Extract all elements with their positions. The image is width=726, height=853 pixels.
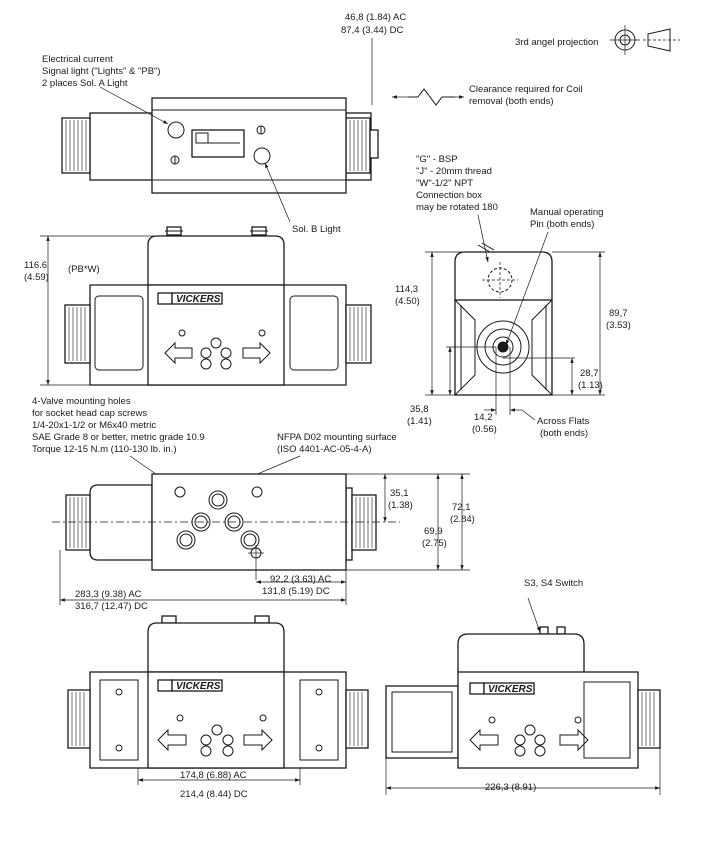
mounting-label-1: 4-Valve mounting holes (32, 396, 131, 407)
electrical-label-3: 2 places Sol. A Light (42, 78, 128, 89)
electrical-label-2: Signal light ("Lights" & "PB") (42, 66, 161, 77)
connection-label-3: "W"-1/2" NPT (416, 178, 473, 189)
height-116-label: 116.6 (24, 260, 47, 271)
h-69-inch: (2.75) (422, 538, 447, 549)
h-35-8-inch: (1.41) (407, 416, 432, 427)
h-28-label: 28,7 (580, 368, 599, 379)
nfpa-label-1: NFPA D02 mounting surface (277, 432, 397, 443)
w-316-label: 316,7 (12.47) DC (75, 601, 148, 612)
mounting-label-2: for socket head cap screws (32, 408, 147, 419)
arrow-right-icon-2 (243, 728, 273, 752)
w-131-label: 131,8 (5.19) DC (262, 586, 330, 597)
arrow-left-icon-2 (157, 728, 187, 752)
sol-b-label: Sol. B Light (292, 224, 341, 235)
h-114-label: 114,3 (395, 284, 418, 295)
h-114-inch: (4.50) (395, 296, 420, 307)
clearance-symbol (392, 88, 464, 106)
electrical-label-1: Electrical current (42, 54, 113, 65)
manual-pin-label-2: Pin (both ends) (530, 219, 594, 230)
connection-label-5: may be rotated 180 (416, 202, 498, 213)
mounting-label-3: 1/4-20x1-1/2 or M6x40 metric (32, 420, 156, 431)
vickers-logo-right: VICKERS (488, 684, 533, 695)
w-226-label: 226,3 (8.91) (485, 782, 536, 793)
h-69-label: 69,9 (424, 526, 443, 537)
w-174-label: 174,8 (6.88) AC (180, 770, 247, 781)
bottom-right-view: VICKERS (385, 597, 661, 795)
w-14-label: 14,2 (474, 412, 493, 423)
projection-label: 3rd angel projection (515, 37, 598, 48)
across-flats-label-2: (both ends) (540, 428, 588, 439)
arrow-left-icon-3 (469, 728, 499, 752)
h-28-inch: (1.13) (578, 380, 603, 391)
projection-symbol-icon (610, 25, 680, 55)
h-72-inch: (2.84) (450, 514, 475, 525)
bottom-view (52, 455, 470, 605)
vickers-logo-left: VICKERS (176, 681, 221, 692)
pbw-label: (PB*W) (68, 264, 100, 275)
bottom-left-view: VICKERS (67, 615, 369, 785)
connection-label-2: "J" - 20mm thread (416, 166, 492, 177)
h-35-8-label: 35,8 (410, 404, 429, 415)
across-flats-label-1: Across Flats (537, 416, 590, 427)
h-89-inch: (3.53) (606, 320, 631, 331)
w-283-label: 283,3 (9.38) AC (75, 589, 142, 600)
nfpa-label-2: (ISO 4401-AC-05-4-A) (277, 444, 372, 455)
h-89-label: 89,7 (609, 308, 628, 319)
arrow-right-icon-3 (559, 728, 589, 752)
arrow-right-icon (242, 341, 271, 365)
height-116-inch: (4.59) (24, 272, 49, 283)
h-35-1-label: 35,1 (390, 488, 409, 499)
s3-s4-label: S3, S4 Switch (524, 578, 583, 589)
arrow-left-icon (164, 341, 193, 365)
top-dim-dc: 87,4 (3.44) DC (341, 25, 403, 36)
h-72-label: 72,1 (452, 502, 471, 513)
sol-b-light-icon (253, 147, 271, 165)
connection-label-4: Connection box (416, 190, 482, 201)
sol-a-light-icon (167, 121, 185, 139)
mounting-label-5: Torque 12-15 N.m (110-130 lb. in.) (32, 444, 177, 455)
vickers-logo-front: VICKERS (176, 294, 221, 305)
top-dim-ac: 46,8 (1.84) AC (345, 12, 406, 23)
w-92-label: 92,2 (3.63) AC (270, 574, 331, 585)
mounting-label-4: SAE Grade 8 or better, metric grade 10.9 (32, 432, 205, 443)
clearance-label-2: removal (both ends) (469, 96, 553, 107)
top-view: 46,8 (1.84) AC 87,4 (3.44) DC (61, 12, 406, 223)
clearance-label-1: Clearance required for Coil (469, 84, 583, 95)
side-view (425, 214, 605, 421)
h-35-1-inch: (1.38) (388, 500, 413, 511)
w-214-label: 214,4 (8.44) DC (180, 789, 248, 800)
connection-label-1: "G" - BSP (416, 154, 458, 165)
front-view: VICKERS (40, 226, 372, 386)
manual-pin-label-1: Manual operating (530, 207, 603, 218)
w-14-inch: (0.56) (472, 424, 497, 435)
